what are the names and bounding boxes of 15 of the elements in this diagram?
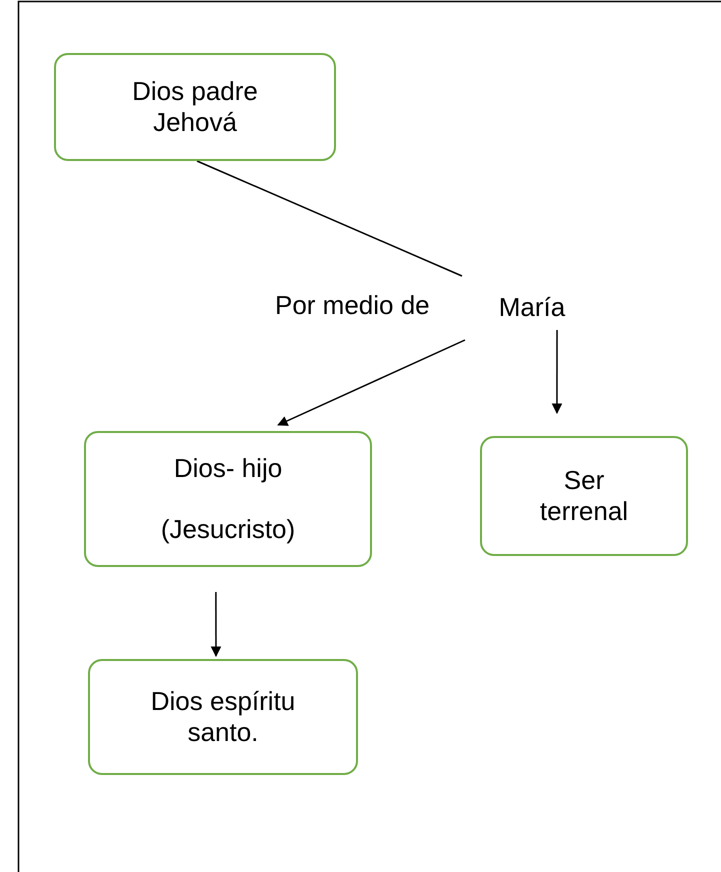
rounded-box — [480, 436, 688, 556]
arrow — [277, 339, 466, 426]
connector-line — [196, 160, 462, 277]
box-text: Dios- hijo — [174, 453, 282, 484]
box-text: Dios padre Jehová — [131, 76, 259, 138]
rounded-box — [54, 53, 336, 161]
arrow — [210, 592, 222, 658]
box-text: (Jesucristo) — [160, 514, 296, 545]
box-text: Ser terrenal — [538, 465, 630, 527]
text-label: Por medio de — [275, 290, 430, 321]
rounded-box — [88, 659, 358, 775]
rounded-box — [84, 431, 372, 567]
text-label: María — [486, 288, 578, 326]
arrow — [552, 330, 562, 414]
box-text: Dios espíritu santo. — [150, 686, 296, 748]
